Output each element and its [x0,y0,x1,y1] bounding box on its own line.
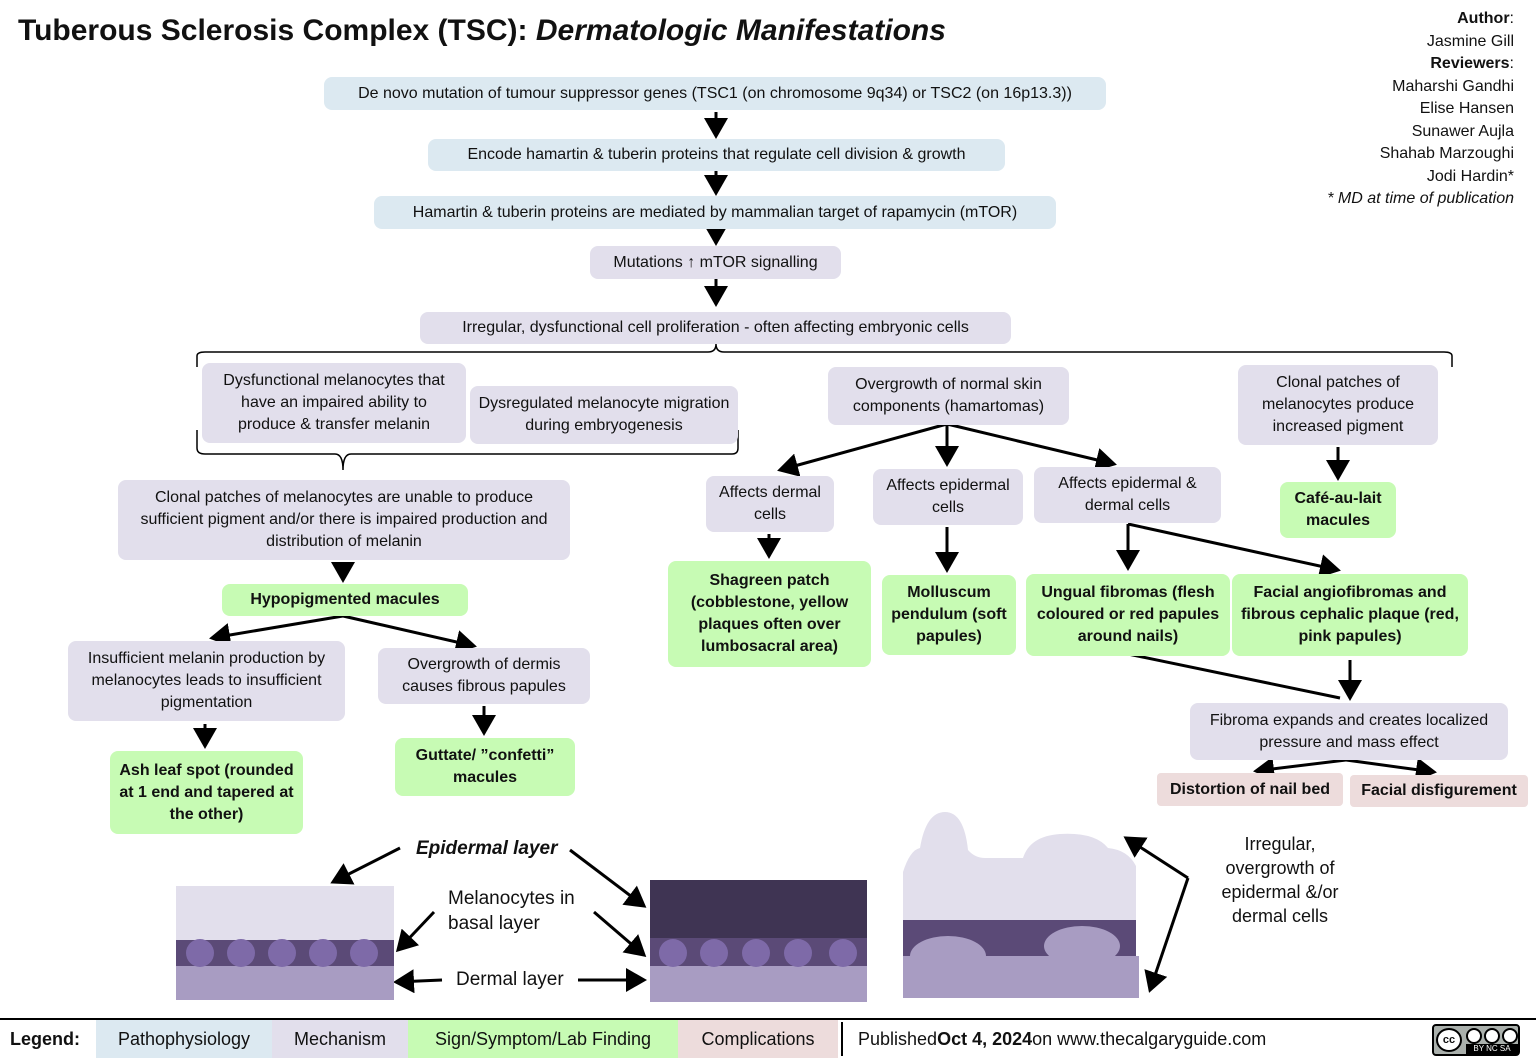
legend-label: Legend: [10,1028,80,1049]
page-title: Tuberous Sclerosis Complex (TSC): Dermat… [18,14,946,48]
arrow [395,910,436,953]
mechanism-box-mtor-signalling: Mutations ↑ mTOR signalling [590,246,841,279]
sharealike-icon [1502,1028,1518,1044]
sign-box-cafe-au-lait: Café-au-lait macules [1280,482,1396,538]
arrow [777,422,948,477]
brace [196,343,1453,367]
reviewer-name: Sunawer Aujla [1411,122,1514,140]
sign-box-facial-angiofibromas: Facial angiofibromas and fibrous cephali… [1232,574,1468,656]
normal-skin-illustration [176,886,394,1000]
legend-pathophysiology: Pathophysiology [96,1020,272,1058]
epidermal-layer-label: Epidermal layer [416,838,558,859]
mechanism-box-affects-both: Affects epidermal & dermal cells [1034,467,1221,523]
reviewers-label: Reviewers [1430,55,1510,72]
arrow [593,910,647,957]
reviewer-name: Maharshi Gandhi [1392,77,1514,95]
connector [1127,652,1341,700]
mechanism-box-overgrowth-dermis: Overgrowth of dermis causes fibrous papu… [378,648,590,704]
published-info: Published Oct 4, 2024 on www.thecalgaryg… [858,1020,1266,1058]
pathophysiology-box-mutation: De novo mutation of tumour suppressor ge… [324,77,1106,110]
sign-box-ash-leaf-spot: Ash leaf spot (rounded at 1 end and tape… [110,751,303,834]
reviewer-name: Jodi Hardin* [1426,167,1514,185]
sign-box-ungual-fibromas: Ungual fibromas (flesh coloured or red p… [1026,574,1230,656]
arrow [569,848,647,908]
noncommercial-icon [1484,1028,1500,1044]
legend-sign-symptom: Sign/Symptom/Lab Finding [408,1020,678,1058]
arrow [1144,877,1190,993]
cc-icon: cc [1436,1028,1462,1052]
mechanism-box-dysregulated-migration: Dysregulated melanocyte migration during… [470,386,738,444]
mechanism-box-insufficient-melanin: Insufficient melanin production by melan… [68,641,345,721]
mechanism-box-overgrowth-normal: Overgrowth of normal skin components (ha… [828,367,1069,425]
credits-note: * MD at time of publication [1327,190,1514,207]
arrow [1127,522,1341,578]
legend-mechanism: Mechanism [272,1020,408,1058]
mechanism-box-fibroma-expands: Fibroma expands and creates localized pr… [1190,703,1508,760]
arrow [1345,757,1437,782]
complication-box-facial-disfigurement: Facial disfigurement [1350,775,1528,807]
arrow [393,969,443,994]
arrow [1123,836,1189,880]
arrow [342,614,477,654]
title-main: Tuberous Sclerosis Complex (TSC): [18,14,536,47]
overgrowth-skin-illustration [903,812,1139,998]
author-label: Author [1457,10,1510,27]
mechanism-box-dysfunctional-melanocytes: Dysfunctional melanocytes that have an i… [202,363,466,443]
mechanism-box-clonal-unable: Clonal patches of melanocytes are unable… [118,480,570,560]
mechanism-box-clonal-increase: Clonal patches of melanocytes produce in… [1238,365,1438,445]
arrow [330,846,401,885]
attribution-icon [1466,1028,1482,1044]
published-prefix: Published [858,1028,938,1049]
melanocytes-label: Melanocytes in basal layer [448,888,575,934]
license-text: BY NC SA [1466,1044,1518,1054]
pathophysiology-box-encode: Encode hamartin & tuberin proteins that … [428,139,1005,171]
sign-box-hypopigmented-macules: Hypopigmented macules [222,584,468,616]
irregular-overgrowth-label: Irregular, overgrowth of epidermal &/or … [1221,834,1339,926]
mechanism-box-affects-dermal: Affects dermal cells [706,476,834,532]
arrow [1253,756,1347,781]
cc-license-badge[interactable]: cc BY NC SA [1432,1024,1520,1056]
mechanism-box-affects-epidermal: Affects epidermal cells [873,469,1023,525]
sign-box-molluscum-pendulum: Molluscum pendulum (soft papules) [882,575,1016,655]
mechanism-box-irregular-proliferation: Irregular, dysfunctional cell proliferat… [420,312,1011,344]
arrow [946,422,1117,472]
pathophysiology-box-mtor: Hamartin & tuberin proteins are mediated… [374,196,1056,229]
reviewer-name: Shahab Marzoughi [1379,145,1514,162]
author-name: Jasmine Gill [1426,32,1514,50]
brace [196,430,739,471]
sign-box-guttate-macules: Guttate/ ”confetti” macules [395,738,575,796]
credits: Author: Jasmine Gill Reviewers: Maharshi… [1327,8,1514,211]
sign-box-shagreen-patch: Shagreen patch (cobblestone, yellow plaq… [668,561,871,667]
legend-complications: Complications [678,1020,838,1058]
published-suffix: on www.thecalgaryguide.com [1032,1028,1267,1049]
reviewer-name: Elise Hansen [1419,100,1514,117]
dermal-layer-label: Dermal layer [456,969,564,990]
pigmented-skin-illustration [650,880,867,1002]
title-sub: Dermatologic Manifestations [535,14,946,47]
complication-box-nail-distortion: Distortion of nail bed [1157,773,1343,806]
arrow [209,614,344,647]
published-date: Oct 4, 2024 [937,1028,1033,1049]
